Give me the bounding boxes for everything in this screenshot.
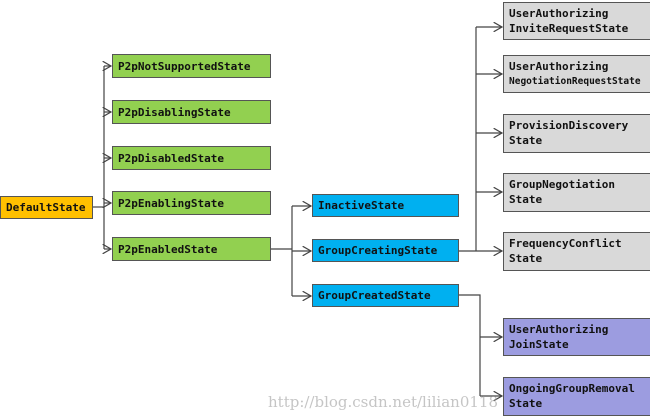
node-label: UserAuthorizing: [509, 60, 609, 73]
node-label: InactiveState: [318, 199, 405, 212]
p2p-disabling-node: P2pDisablingState: [112, 100, 271, 124]
node-label: State: [509, 134, 543, 147]
node-label: UserAuthorizing: [509, 7, 609, 20]
node-label: P2pDisabledState: [118, 151, 224, 165]
node-label: GroupCreatingState: [318, 244, 438, 257]
node-label: UserAuthorizing: [509, 323, 609, 336]
node-label: NegotiationRequestState: [509, 76, 641, 87]
group-creating-node: GroupCreatingState: [312, 239, 459, 262]
node-label: P2pNotSupportedState: [118, 59, 251, 73]
node-label: GroupCreatedState: [318, 289, 431, 302]
node-label: State: [509, 252, 543, 265]
inactive-state-node: InactiveState: [312, 194, 459, 217]
p2p-enabled-node: P2pEnabledState: [112, 237, 271, 261]
node-label: P2pDisablingState: [118, 105, 231, 119]
node-label: JoinState: [509, 338, 569, 351]
node-label: State: [509, 397, 543, 410]
node-label: GroupNegotiation: [509, 178, 615, 191]
default-state-node: DefaultState: [0, 196, 93, 219]
node-label: OngoingGroupRemoval: [509, 382, 635, 395]
node-label: InviteRequestState: [509, 22, 629, 35]
node-label: ProvisionDiscovery: [509, 119, 629, 132]
p2p-not-supported-node: P2pNotSupportedState: [112, 54, 271, 78]
p2p-enabling-node: P2pEnablingState: [112, 191, 271, 215]
group-created-node: GroupCreatedState: [312, 284, 459, 307]
node-label: FrequencyConflict: [509, 237, 622, 250]
watermark: http://blog.csdn.net/lilian0118: [268, 393, 498, 411]
node-label: DefaultState: [6, 201, 86, 214]
node-label: State: [509, 193, 543, 206]
node-label: P2pEnabledState: [118, 242, 218, 256]
node-label: P2pEnablingState: [118, 196, 224, 210]
p2p-disabled-node: P2pDisabledState: [112, 146, 271, 170]
